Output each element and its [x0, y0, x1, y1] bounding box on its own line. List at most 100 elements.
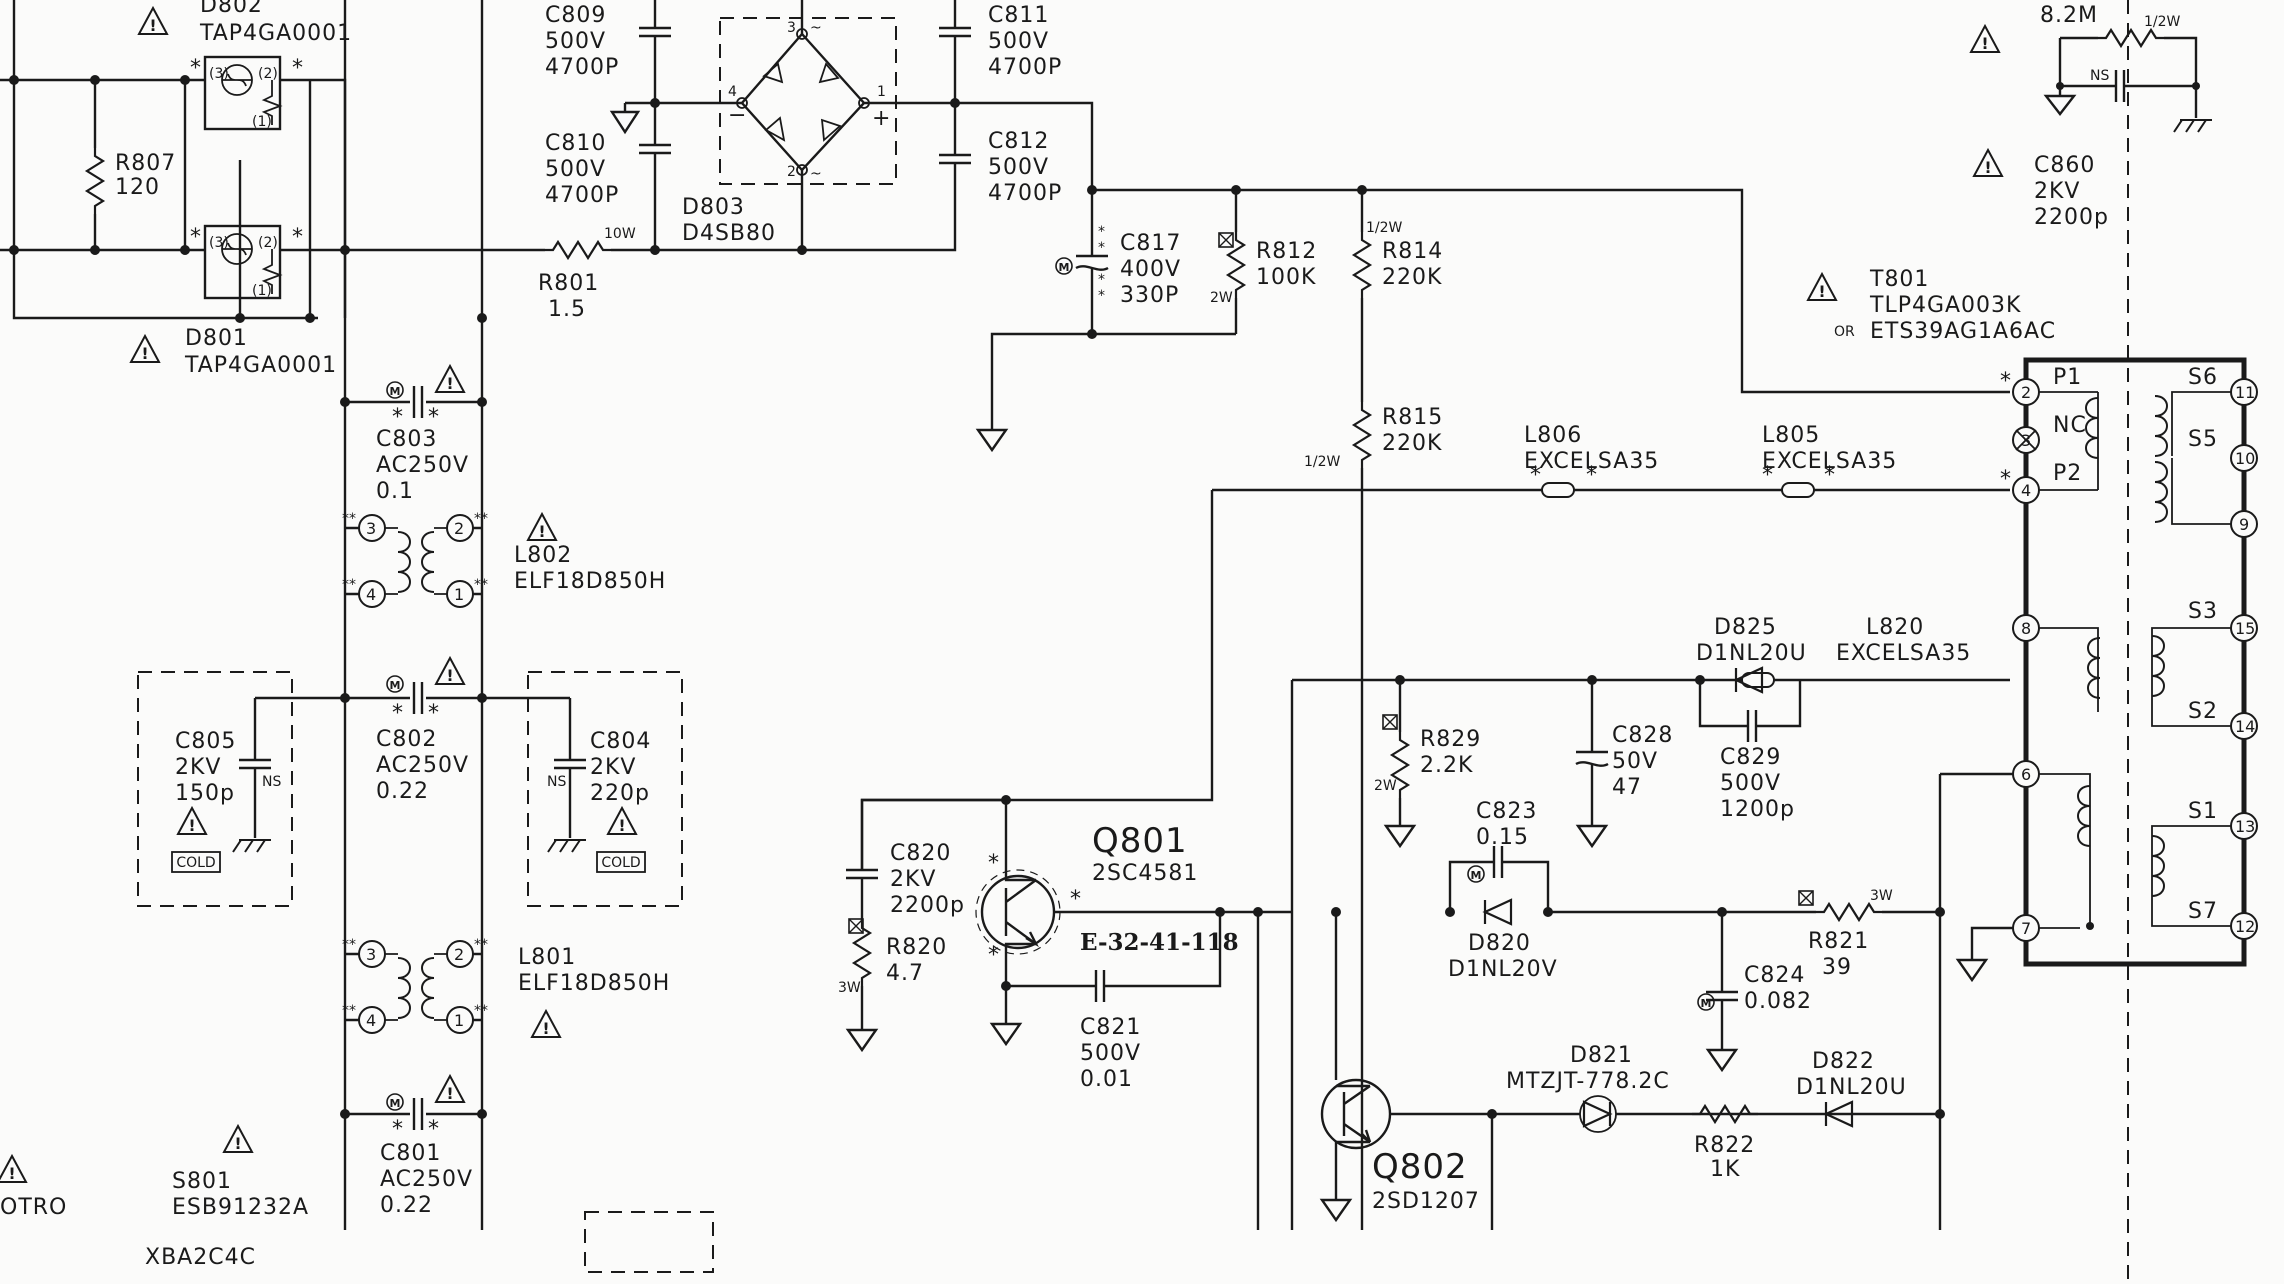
- r815-ref: R815: [1382, 405, 1443, 430]
- svg-text:NS: NS: [262, 774, 281, 790]
- svg-text:13: 13: [2235, 817, 2255, 836]
- input-section: R807 120 (3) (2) (1) * * D802 TAP4GA0001…: [0, 0, 540, 1230]
- svg-text:S3: S3: [2188, 599, 2218, 624]
- warning-icon: [138, 7, 168, 36]
- svg-text:*: *: [988, 943, 1000, 968]
- svg-text:NS: NS: [2090, 68, 2109, 84]
- c829-ref: C829: [1720, 745, 1781, 770]
- c820-val: 2200p: [890, 893, 965, 918]
- r829-value: 2.2K: [1420, 753, 1473, 778]
- svg-text:7: 7: [2021, 919, 2031, 938]
- c817-v: 400V: [1120, 257, 1181, 282]
- d822-ref: D822: [1812, 1049, 1875, 1074]
- svg-text:1: 1: [454, 585, 464, 604]
- r821-value: 39: [1822, 955, 1852, 980]
- c810-val: 4700P: [545, 183, 619, 208]
- r820-value: 4.7: [886, 961, 924, 986]
- d821-ref: D821: [1570, 1043, 1633, 1068]
- q801-code: E-32-41-118: [1080, 929, 1239, 956]
- r807-value: 120: [115, 175, 160, 200]
- svg-text:*: *: [292, 225, 304, 250]
- svg-text:**: **: [342, 1003, 356, 1019]
- c803-val: 0.1: [376, 479, 414, 504]
- svg-text:**: **: [474, 937, 488, 953]
- svg-text:*: *: [428, 405, 440, 430]
- c801-val: 0.22: [380, 1193, 433, 1218]
- d802-posistor: (3) (2) (1): [203, 55, 283, 131]
- svg-text:**: **: [474, 511, 488, 527]
- svg-text:*: *: [190, 56, 202, 81]
- r812-ref: R812: [1256, 239, 1317, 264]
- c828-v: 50V: [1612, 749, 1658, 774]
- c824-val: 0.082: [1744, 989, 1812, 1014]
- bridge-rectifier-section: C809 500V 4700P C810 500V 4700P 10W R801…: [538, 0, 1094, 322]
- c811-val: 4700P: [988, 55, 1062, 80]
- svg-text:**: **: [342, 511, 356, 527]
- q802-ref: Q802: [1372, 1147, 1468, 1187]
- svg-text:3: 3: [787, 20, 796, 36]
- svg-text:3W: 3W: [838, 980, 861, 996]
- svg-text:NS: NS: [547, 774, 566, 790]
- q802-part: 2SD1207: [1372, 1189, 1480, 1214]
- warning-icon: [0, 1155, 27, 1184]
- d801-posistor: (3) (2) (1): [203, 224, 283, 300]
- line-filter: * * C803 AC250V 0.1 3 4 2 1 ** ** ** ** …: [0, 365, 714, 1273]
- t801-transformer: T801 TLP4GA003K OR ETS39AG1A6AC 2 3 4 8 …: [1807, 267, 2258, 967]
- svg-text:3W: 3W: [1870, 888, 1893, 904]
- warning-icon: [435, 1075, 465, 1104]
- t801-part: TLP4GA003K: [1869, 293, 2021, 318]
- warning-icon: [130, 335, 160, 364]
- svg-text:12: 12: [2235, 917, 2255, 936]
- s801-part: ESB91232A: [172, 1195, 309, 1220]
- l806-part: EXCELSA35: [1524, 449, 1659, 474]
- l805-part: EXCELSA35: [1762, 449, 1897, 474]
- d802-ref: D802: [200, 0, 263, 18]
- svg-text:2: 2: [454, 945, 464, 964]
- c824-ref: C824: [1744, 963, 1805, 988]
- r801-value: 1.5: [548, 297, 586, 322]
- c821-v: 500V: [1080, 1041, 1141, 1066]
- svg-text:(3): (3): [209, 66, 229, 82]
- r-top-value: 8.2M: [2040, 3, 2098, 28]
- c805-val: 150p: [175, 781, 235, 806]
- c860-val: 2200p: [2034, 205, 2109, 230]
- svg-text:*: *: [1098, 224, 1105, 240]
- l805-ref: L805: [1762, 423, 1820, 448]
- c802-val: 0.22: [376, 779, 429, 804]
- c802-ref: C802: [376, 727, 437, 752]
- svg-text:(3): (3): [209, 235, 229, 251]
- f801-part: XBA2C4C: [145, 1245, 256, 1270]
- d801-ref: D801: [185, 326, 248, 351]
- svg-text:*: *: [428, 701, 440, 726]
- c803-ref: C803: [376, 427, 437, 452]
- c805-ref: C805: [175, 729, 236, 754]
- svg-text:3: 3: [366, 519, 376, 538]
- svg-text:NC: NC: [2053, 413, 2087, 438]
- svg-text:*: *: [1098, 240, 1105, 256]
- d821-part: MTZJT-778.2C: [1506, 1069, 1670, 1094]
- svg-text:*: *: [1070, 887, 1082, 912]
- q802-transistor: [1320, 1078, 1392, 1150]
- svg-text:11: 11: [2235, 383, 2255, 402]
- c809-ref: C809: [545, 3, 606, 28]
- d820-ref: D820: [1468, 931, 1531, 956]
- svg-text:S7: S7: [2188, 899, 2218, 924]
- svg-text:P2: P2: [2053, 461, 2082, 486]
- c804-v: 2KV: [590, 755, 636, 780]
- svg-text:OR: OR: [1834, 324, 1855, 340]
- r807-ref: R807: [115, 151, 176, 176]
- svg-text:S1: S1: [2188, 799, 2218, 824]
- s801-ref: S801: [172, 1169, 232, 1194]
- c811-v: 500V: [988, 29, 1049, 54]
- c860-ref: C860: [2034, 153, 2095, 178]
- svg-text:15: 15: [2235, 619, 2255, 638]
- c812-val: 4700P: [988, 181, 1062, 206]
- svg-text:4: 4: [728, 84, 737, 100]
- warning-icon: [435, 657, 465, 686]
- svg-text:8: 8: [2021, 619, 2031, 638]
- c811-ref: C811: [988, 3, 1049, 28]
- c804-val: 220p: [590, 781, 650, 806]
- svg-text:*: *: [2000, 467, 2012, 492]
- cold-badge: COLD: [176, 855, 215, 871]
- c817-ref: C817: [1120, 231, 1181, 256]
